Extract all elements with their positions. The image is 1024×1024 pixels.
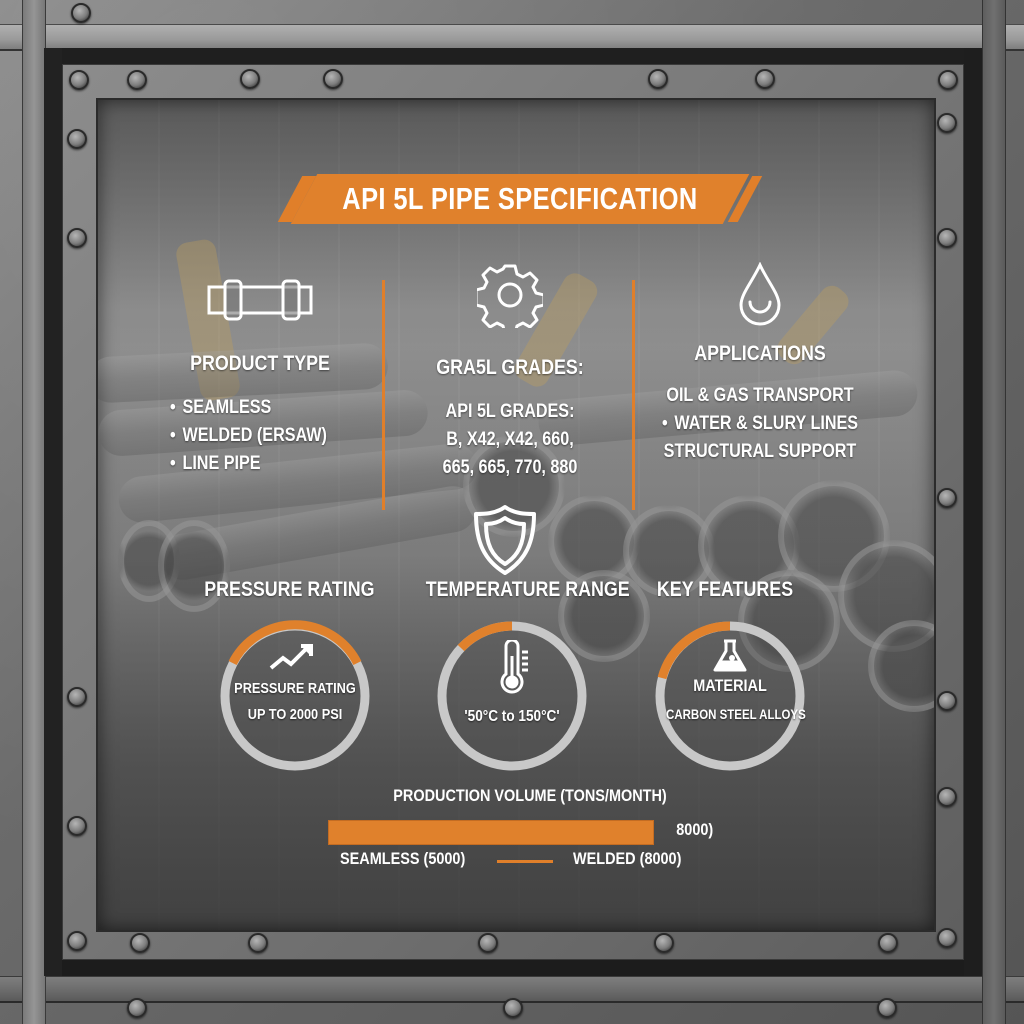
rivet-icon xyxy=(67,687,87,707)
grades-item: B, X42, X42, 660, xyxy=(446,429,574,450)
key-features-heading: KEY FEATURES xyxy=(656,578,794,601)
rivet-icon xyxy=(67,931,87,951)
frame-groove-bottom xyxy=(44,960,982,976)
applications-item: WATER & SLURY LINES xyxy=(658,410,862,438)
grades-section: GRA5L GRADES: API 5L GRADES: B, X42, X42… xyxy=(400,262,620,482)
rivet-icon xyxy=(248,933,268,953)
rivet-icon xyxy=(878,933,898,953)
product-type-item: WELDED (ERSAW) xyxy=(170,422,340,450)
applications-item: STRUCTURAL SUPPORT xyxy=(663,441,857,462)
temperature-range-heading: TEMPERATURE RANGE xyxy=(425,578,630,601)
rivet-icon xyxy=(67,228,87,248)
shield-icon xyxy=(472,504,538,576)
title-banner: API 5L PIPE SPECIFICATION xyxy=(277,174,763,224)
rivet-icon xyxy=(503,998,523,1018)
product-type-section: PRODUCT TYPE SEAMLESS WELDED (ERSAW) LIN… xyxy=(150,270,370,478)
rivet-icon xyxy=(130,933,150,953)
rivet-icon xyxy=(937,228,957,248)
rivet-icon xyxy=(938,70,958,90)
rivet-icon xyxy=(877,998,897,1018)
column-divider xyxy=(382,280,385,510)
pressure-rating-heading: PRESSURE RATING xyxy=(204,578,375,601)
key-features-value: CARBON STEEL ALLOYS xyxy=(666,706,806,722)
key-features-label: MATERIAL xyxy=(693,676,767,695)
rivet-icon xyxy=(323,69,343,89)
applications-item: OIL & GAS TRANSPORT xyxy=(666,385,854,406)
legend-seamless: SEAMLESS (5000) xyxy=(340,849,466,868)
pressure-rating-gauge: PRESSURE RATING UP TO 2000 PSI xyxy=(217,618,373,774)
rivet-icon xyxy=(755,69,775,89)
legend-line xyxy=(497,860,553,863)
pipe-end-shape xyxy=(158,520,230,612)
rivet-icon xyxy=(937,113,957,133)
applications-section: APPLICATIONS OIL & GAS TRANSPORT WATER &… xyxy=(640,262,880,466)
pipe-icon xyxy=(205,278,315,324)
rivet-icon xyxy=(67,816,87,836)
key-features-gauge: MATERIAL CARBON STEEL ALLOYS xyxy=(652,618,808,774)
rivet-icon xyxy=(127,70,147,90)
temperature-range-gauge: '50°C to 150°C' xyxy=(434,618,590,774)
frame-groove-right xyxy=(964,48,982,976)
grades-heading: GRA5L GRADES: xyxy=(436,356,584,379)
rivet-icon xyxy=(648,69,668,89)
rivet-icon xyxy=(654,933,674,953)
rivet-icon xyxy=(478,933,498,953)
product-type-heading: PRODUCT TYPE xyxy=(190,352,330,375)
frame-bar-right xyxy=(982,0,1006,1024)
pressure-rating-label: PRESSURE RATING xyxy=(234,680,356,697)
legend-welded: WELDED (8000) xyxy=(573,849,682,868)
product-type-item: LINE PIPE xyxy=(170,450,340,478)
frame-groove-left xyxy=(44,48,62,976)
rivet-icon xyxy=(127,998,147,1018)
frame-bar-left xyxy=(22,0,46,1024)
product-type-item: SEAMLESS xyxy=(170,394,340,422)
factory-photo-panel xyxy=(96,98,936,932)
frame-bar-top xyxy=(0,24,1024,51)
applications-heading: APPLICATIONS xyxy=(694,342,826,365)
production-bar xyxy=(328,820,654,845)
rivet-icon xyxy=(937,691,957,711)
rivet-icon xyxy=(69,70,89,90)
rivet-icon xyxy=(71,3,91,23)
droplet-icon xyxy=(738,262,782,326)
rivet-icon xyxy=(240,69,260,89)
grades-item: 665, 665, 770, 880 xyxy=(442,457,578,478)
production-chart-title: PRODUCTION VOLUME (TONS/MONTH) xyxy=(393,786,667,805)
column-divider xyxy=(632,280,635,510)
pipe-end-shape xyxy=(463,435,565,537)
grades-item: API 5L GRADES: xyxy=(445,401,575,422)
pipe-end-shape xyxy=(558,570,650,662)
production-bar-value: 8000) xyxy=(676,820,714,839)
rivet-icon xyxy=(937,787,957,807)
temperature-range-value: '50°C to 150°C' xyxy=(464,708,560,725)
pipe-end-shape xyxy=(868,620,934,712)
rivet-icon xyxy=(937,928,957,948)
gear-icon xyxy=(477,262,543,328)
pressure-rating-value: UP TO 2000 PSI xyxy=(247,706,343,723)
page-title: API 5L PIPE SPECIFICATION xyxy=(342,181,698,216)
rivet-icon xyxy=(67,129,87,149)
rivet-icon xyxy=(937,488,957,508)
frame-groove-top xyxy=(44,48,982,64)
